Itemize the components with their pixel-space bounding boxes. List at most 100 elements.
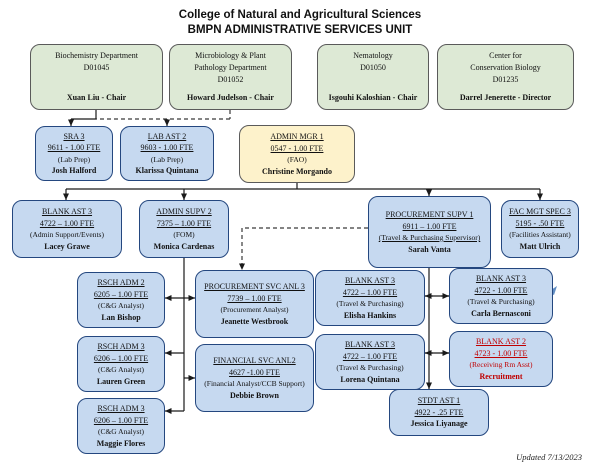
dept-code: D01052 [217, 75, 244, 84]
position-role: (Travel & Purchasing) [467, 297, 535, 306]
position-role: (Travel & Purchasing Supervisor) [378, 233, 481, 242]
position-role: (Lab Prep) [57, 154, 91, 164]
position-title: PROCUREMENT SVC ANL 3 [204, 282, 305, 291]
position-role: (C&G Analyst) [97, 301, 145, 310]
position-fte: 4723 - 1.00 FTE [474, 348, 528, 358]
line-micro-dashed [96, 110, 231, 120]
employee-name: Christine Morgando [262, 166, 332, 176]
position-title: ADMIN MGR 1 [270, 132, 324, 141]
position-title: STDT AST 1 [417, 396, 461, 406]
dept-head: Isgouhi Kaloshian - Chair [328, 93, 418, 102]
employee-name: Lorena Quintana [340, 374, 400, 384]
dept-name: Center for [489, 51, 522, 60]
updated-date: Updated 7/13/2023 [516, 452, 582, 462]
position-fte: 6206 – 1.00 FTE [93, 353, 149, 363]
position-fte: 6206 – 1.00 FTE [93, 415, 149, 425]
line-biochem-drop [71, 110, 97, 120]
org-box-rsch-adm2-lan: RSCH ADM 2 6205 – 1.00 FTE (C&G Analyst)… [77, 272, 165, 328]
dept-name-2: Conservation Biology [470, 63, 541, 72]
line-adminmgr-bus [66, 183, 540, 190]
dept-box-conservation-biology: Center for Conservation Biology D01235 D… [437, 44, 574, 110]
page-title: College of Natural and Agricultural Scie… [0, 8, 600, 38]
org-box-lab-ast2: LAB AST 2 9603 - 1.00 FTE (Lab Prep) Kla… [120, 126, 214, 181]
position-role: (Travel & Purchasing) [336, 299, 404, 308]
org-box-stdt-ast1: STDT AST 1 4922 - .25 FTE Jessica Liyana… [389, 389, 489, 436]
org-box-blank-ast2-recruitment: BLANK AST 2 4723 - 1.00 FTE (Receiving R… [449, 331, 553, 387]
dept-box-nematology: Nematology D01050 Isgouhi Kaloshian - Ch… [317, 44, 429, 110]
dashed-sarah-to-jeanette [239, 227, 368, 270]
position-title: BLANK AST 3 [475, 274, 527, 283]
employee-name: Carla Bernasconi [471, 308, 531, 318]
dept-name-2: Pathology Department [194, 63, 267, 72]
employee-name: Matt Ulrich [519, 241, 561, 251]
position-title: PROCUREMENT SUPV 1 [385, 210, 474, 219]
position-title: SRA 3 [63, 131, 85, 141]
employee-name: Sarah Vanta [408, 244, 451, 254]
position-fte: 9603 - 1.00 FTE [140, 143, 194, 152]
position-fte: 4722 - 1.00 FTE [474, 285, 528, 295]
position-title: ADMIN SUPV 2 [156, 207, 212, 216]
position-fte: 9611 - 1.00 FTE [47, 143, 101, 152]
dept-box-microbiology: Microbiology & Plant Pathology Departmen… [169, 44, 292, 110]
employee-name: Lacey Grawe [44, 241, 90, 251]
position-role: (FAO) [287, 155, 307, 164]
position-role: (Facilities Assistant) [509, 230, 571, 239]
position-fte: 7375 – 1.00 FTE [156, 218, 212, 228]
position-role: (C&G Analyst) [97, 365, 145, 374]
org-box-rsch-adm3-lauren: RSCH ADM 3 6206 – 1.00 FTE (C&G Analyst)… [77, 336, 165, 392]
position-role: (Travel & Purchasing) [336, 363, 404, 372]
dept-head: Howard Judelson - Chair [187, 93, 274, 102]
org-box-blank-ast3-carla: BLANK AST 3 4722 - 1.00 FTE (Travel & Pu… [449, 268, 553, 324]
org-box-financial-svc-anl2: FINANCIAL SVC ANL2 4627 -1.00 FTE (Finan… [195, 344, 314, 412]
position-title: FINANCIAL SVC ANL2 [213, 356, 296, 365]
dept-head: Darrel Jenerette - Director [459, 93, 552, 102]
position-role: (Receiving Rm Asst) [469, 360, 533, 369]
employee-name: Debbie Brown [230, 390, 279, 400]
org-box-fac-mgt-spec3: FAC MGT SPEC 3 5195 - .50 FTE (Facilitie… [501, 200, 579, 258]
org-box-procurement-svc-anl3: PROCUREMENT SVC ANL 3 7739 – 1.00 FTE (P… [195, 270, 314, 338]
position-role: (FOM) [173, 230, 195, 239]
dept-head: Xuan Liu - Chair [66, 93, 127, 102]
position-title: RSCH ADM 2 [97, 278, 145, 287]
org-box-admin-mgr1: ADMIN MGR 1 0547 - 1.00 FTE (FAO) Christ… [239, 125, 355, 183]
page-title-line1: College of Natural and Agricultural Scie… [178, 9, 422, 21]
position-title: BLANK AST 3 [41, 207, 93, 216]
position-title: LAB AST 2 [147, 131, 187, 141]
position-fte: 4722 – 1.00 FTE [342, 351, 398, 361]
position-fte: 5195 - .50 FTE [515, 218, 565, 228]
position-role: (C&G Analyst) [97, 427, 145, 436]
org-box-procurement-supv1: PROCUREMENT SUPV 1 6911 – 1.00 FTE (Trav… [368, 196, 491, 268]
dept-name: Nematology [353, 51, 393, 60]
org-box-rsch-adm3-maggie: RSCH ADM 3 6206 – 1.00 FTE (C&G Analyst)… [77, 398, 165, 454]
position-role: (Financial Analyst/CCB Support) [204, 379, 305, 388]
position-title: FAC MGT SPEC 3 [509, 207, 571, 216]
employee-name: Monica Cardenas [153, 241, 215, 251]
dept-name: Microbiology & Plant [195, 51, 266, 60]
position-title: BLANK AST 3 [344, 276, 396, 285]
dept-code: D01235 [492, 75, 519, 84]
position-fte: 4627 -1.00 FTE [229, 367, 280, 377]
employee-name: Jeanette Westbrook [220, 316, 289, 326]
position-fte: 6205 – 1.00 FTE [93, 289, 149, 299]
org-box-blank-ast3-elisha: BLANK AST 3 4722 – 1.00 FTE (Travel & Pu… [315, 270, 425, 326]
employee-name: Elisha Hankins [343, 310, 397, 320]
position-fte: 4922 - .25 FTE [414, 407, 464, 417]
position-fte: 4722 – 1.00 FTE [39, 218, 95, 228]
org-box-admin-supv2: ADMIN SUPV 2 7375 – 1.00 FTE (FOM) Monic… [139, 200, 229, 258]
employee-name: Recruitment [479, 371, 523, 381]
employee-name: Josh Halford [51, 166, 97, 175]
position-fte: 0547 - 1.00 FTE [270, 143, 324, 153]
org-box-blank-ast3-lacey: BLANK AST 3 4722 – 1.00 FTE (Admin Suppo… [12, 200, 122, 258]
employee-name: Lauren Green [96, 376, 146, 386]
employee-name: Lan Bishop [101, 312, 141, 322]
employee-name: Klarissa Quintana [135, 166, 199, 175]
position-role: (Procurement Analyst) [220, 305, 289, 314]
employee-name: Maggie Flores [96, 438, 146, 448]
position-title: BLANK AST 2 [475, 337, 527, 346]
page-title-line2: BMPN ADMINISTRATIVE SERVICES UNIT [187, 24, 413, 36]
position-fte: 7739 – 1.00 FTE [227, 293, 282, 303]
position-title: BLANK AST 3 [344, 340, 396, 349]
dept-code: D01050 [360, 63, 386, 72]
position-fte: 6911 – 1.00 FTE [402, 221, 457, 231]
employee-name: Jessica Liyanage [410, 419, 468, 429]
